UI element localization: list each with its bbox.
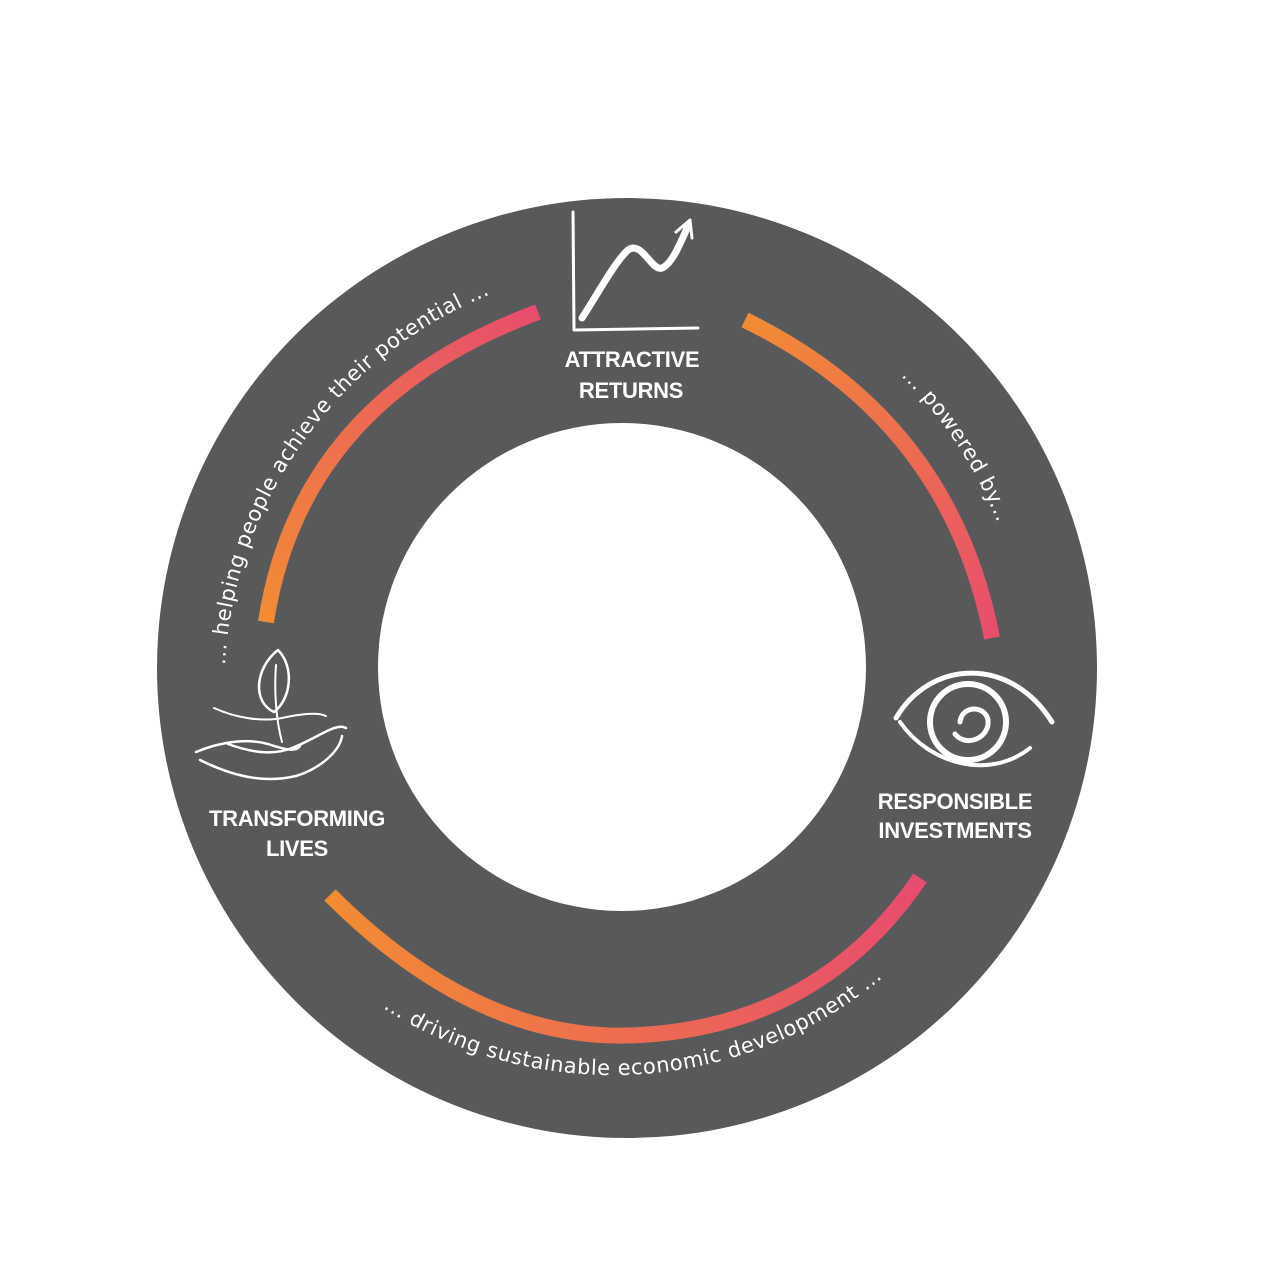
- right-node-label-2: INVESTMENTS: [878, 818, 1031, 843]
- growth-chart-icon: [571, 210, 700, 332]
- left-node-label-2: LIVES: [266, 836, 328, 861]
- hand-sprout-icon: [194, 648, 348, 781]
- arc-bottom: [324, 873, 927, 1044]
- eye-icon: [893, 670, 1055, 768]
- top-node-label-2: RETURNS: [579, 378, 683, 403]
- arc-right: [741, 312, 1000, 640]
- center-hole: [378, 423, 866, 911]
- right-node-label-1: RESPONSIBLE: [878, 789, 1032, 814]
- arc-left: [258, 304, 541, 624]
- top-node-label-1: ATTRACTIVE: [565, 347, 700, 372]
- left-node-label-1: TRANSFORMING: [209, 806, 385, 831]
